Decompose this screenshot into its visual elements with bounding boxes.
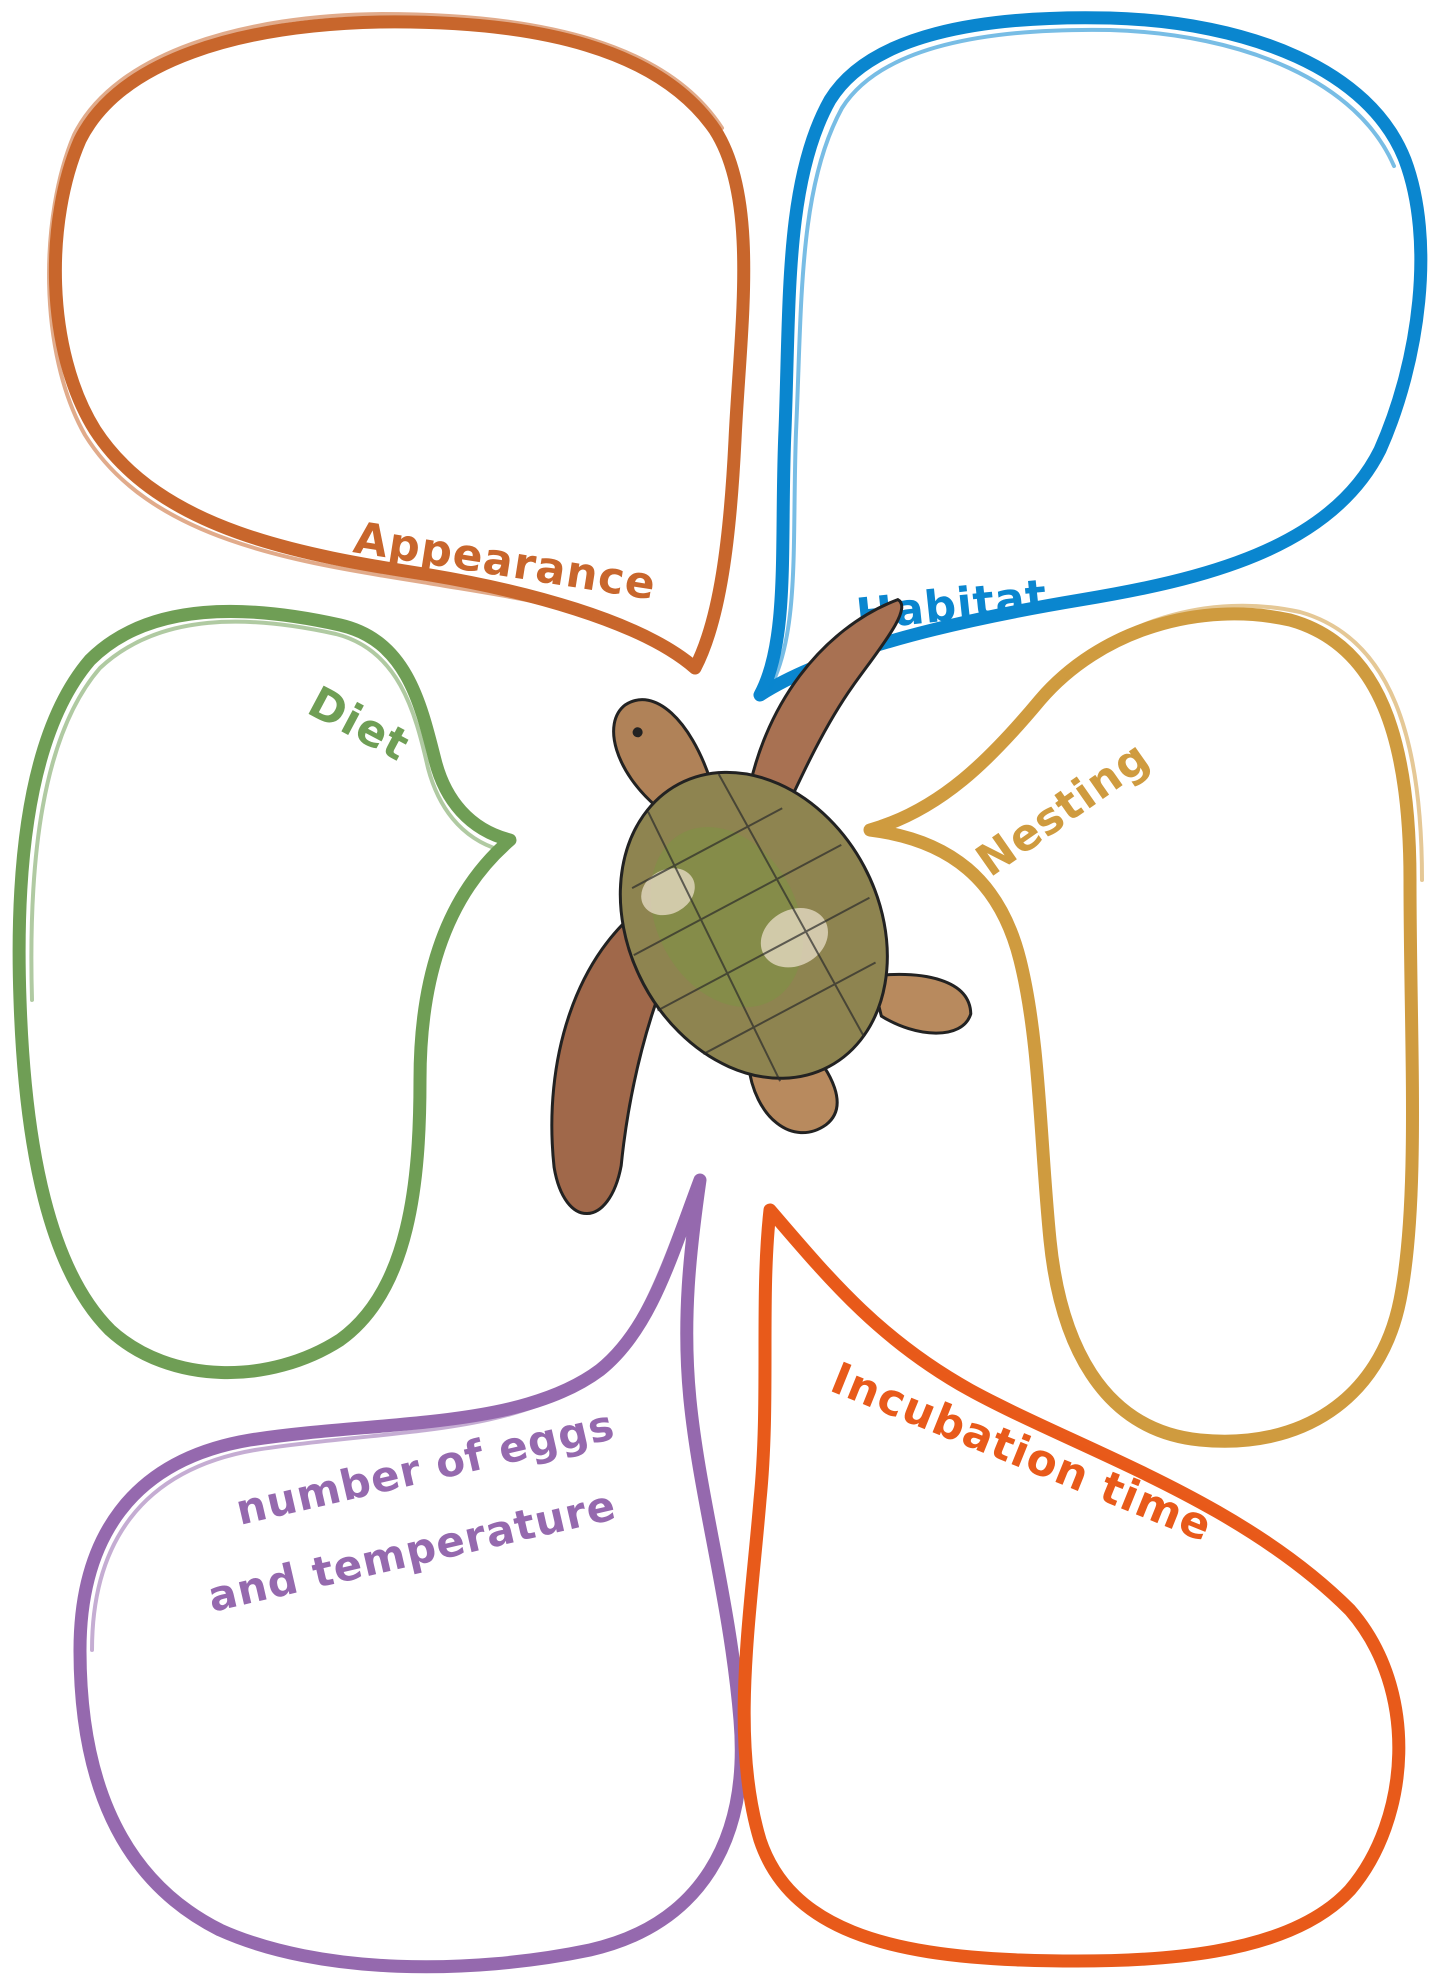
eggs-bubble[interactable]: number of eggs and temperature	[80, 1180, 741, 1967]
habitat-bubble[interactable]: Habitat	[760, 18, 1421, 695]
diet-bubble-outline-echo	[31, 622, 500, 1000]
diet-bubble[interactable]: Diet	[19, 611, 510, 1372]
incubation-bubble-outline-echo	[780, 1220, 1360, 1618]
sea-turtle-illustration	[373, 568, 1101, 1250]
diet-label: Diet	[300, 677, 418, 772]
incubation-label: Incubation time	[824, 1353, 1220, 1552]
appearance-bubble[interactable]: Appearance	[49, 14, 744, 668]
diet-bubble-outline	[19, 611, 510, 1372]
